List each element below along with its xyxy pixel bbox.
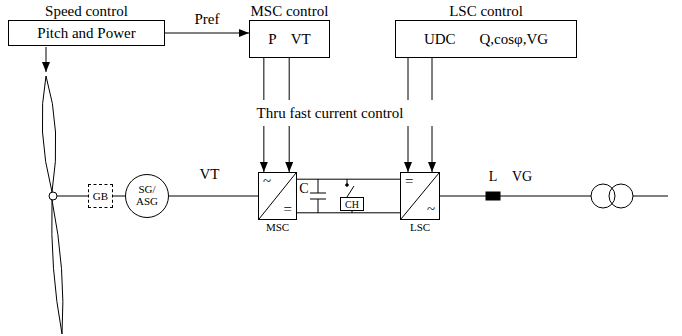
free-label: VG <box>512 169 532 185</box>
transformer-primary <box>591 184 615 208</box>
generator-circle: SG/ ASG <box>125 174 169 218</box>
pitch-arrow <box>46 47 47 72</box>
control-signal: UDC <box>424 31 456 48</box>
connector <box>408 58 409 172</box>
hub <box>49 192 57 200</box>
lower-blade <box>52 200 63 334</box>
control-signal: Pitch and Power <box>37 25 135 42</box>
converter-caption: LSC <box>410 220 430 234</box>
node-circ: SG/ ASG <box>125 174 169 218</box>
converter-box: ~= <box>258 172 297 220</box>
converter-box: =~ <box>400 172 440 220</box>
node-gb: GB <box>88 184 113 208</box>
converter-symbol: ~ <box>263 174 271 189</box>
connector <box>432 58 433 172</box>
chopper-resistor: CH <box>340 197 364 211</box>
converter-caption-row: LSC <box>400 220 440 234</box>
connector <box>165 33 249 34</box>
edge-label: VT <box>200 166 220 183</box>
connector <box>113 196 125 197</box>
free-label: C <box>299 181 308 197</box>
connector <box>169 196 258 197</box>
converter-symbol: = <box>405 174 413 189</box>
switch-dot <box>346 184 349 187</box>
node-conv: ~=MSC <box>258 172 297 234</box>
control-heading: MSC control <box>249 2 330 20</box>
edge-label: Pref <box>195 11 220 28</box>
ac-line <box>440 196 668 197</box>
transformer-secondary <box>609 184 633 208</box>
control-box: P VT <box>249 20 330 58</box>
free-label: Thru fast current control <box>256 105 403 122</box>
control-signal: P <box>268 31 276 48</box>
converter-caption: MSC <box>266 220 289 234</box>
control-signal: VT <box>291 31 311 48</box>
connector <box>297 179 400 180</box>
converter-caption-row: MSC <box>258 220 297 234</box>
chopper-switch <box>347 179 354 197</box>
node-ctrl: MSC controlP VT <box>249 2 330 58</box>
gearbox-label: GB <box>93 190 108 202</box>
control-heading: Speed control <box>8 2 165 20</box>
gearbox-box: GB <box>88 184 113 208</box>
converter-symbol: ~ <box>427 202 435 217</box>
control-box: Pitch and Power <box>8 20 165 46</box>
capacitor <box>310 179 326 213</box>
node-ch: CH <box>340 197 364 211</box>
resistor-label: CH <box>345 199 359 210</box>
node-ctrl: Speed controlPitch and Power <box>8 2 165 46</box>
converter-symbol: = <box>284 202 292 217</box>
connector <box>297 212 400 213</box>
control-box: UDC Q,cosφ,VG <box>395 20 577 58</box>
node-ctrl: LSC controlUDC Q,cosφ,VG <box>395 2 577 58</box>
control-signal: Q,cosφ,VG <box>479 31 548 48</box>
node-conv: =~LSC <box>400 172 440 234</box>
generator-label: SG/ ASG <box>133 184 161 207</box>
inductor <box>486 192 500 200</box>
control-heading: LSC control <box>395 2 577 20</box>
upper-blade <box>42 76 56 192</box>
shaft <box>57 196 88 197</box>
free-label: L <box>489 169 498 185</box>
